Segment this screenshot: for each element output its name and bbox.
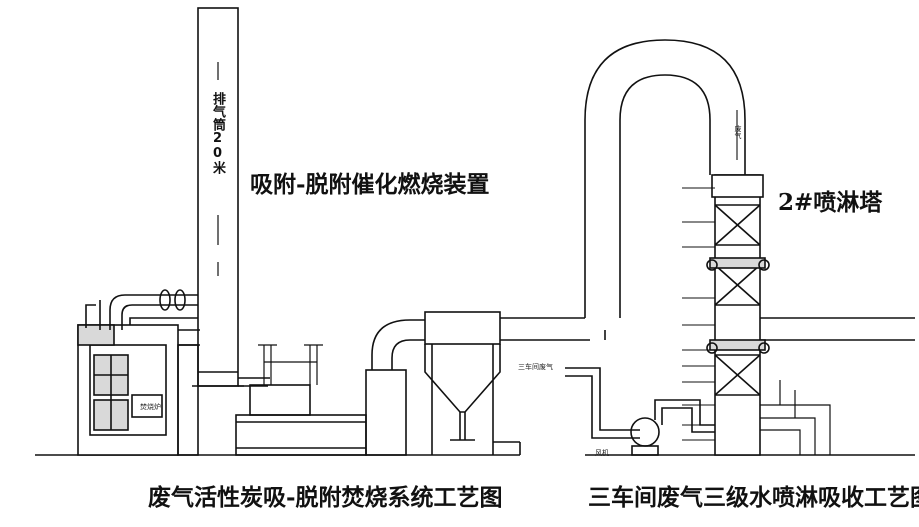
- adsorption-inner: [89, 344, 167, 436]
- right-diagram-title: 三车间废气三级水喷淋吸收工艺图: [588, 484, 919, 511]
- left-diagram-title: 废气活性炭吸-脱附焚烧系统工艺图: [148, 484, 503, 511]
- workshop-exhaust-pipe: [565, 367, 640, 431]
- workshop-gas-label: 三车间废气: [518, 363, 553, 371]
- u-duct-outer: [584, 39, 746, 318]
- catalytic-box: [249, 384, 311, 416]
- fan-housing: [630, 417, 660, 447]
- tower-exhaust-label: 废气: [734, 125, 742, 139]
- cyclone-top: [424, 311, 501, 345]
- adsorption-device-label: 吸附-脱附催化燃烧装置: [250, 171, 490, 198]
- spray-tower-shell: [714, 174, 761, 456]
- cyclone-body: [424, 344, 501, 413]
- chimney-label: 排气筒20米: [210, 92, 225, 174]
- spray-tower-label: 2#喷淋塔: [778, 189, 883, 216]
- duct-to-cyclone: [371, 319, 425, 370]
- adsorption-bed: [235, 414, 367, 456]
- furnace-box: [131, 394, 163, 418]
- settling-chamber: [365, 369, 407, 456]
- u-duct-inner: [619, 74, 711, 318]
- duct-unit-chimney-outer: [109, 294, 198, 330]
- furnace-label: 焚烧炉: [140, 403, 161, 411]
- fan-label: 风机: [595, 449, 609, 457]
